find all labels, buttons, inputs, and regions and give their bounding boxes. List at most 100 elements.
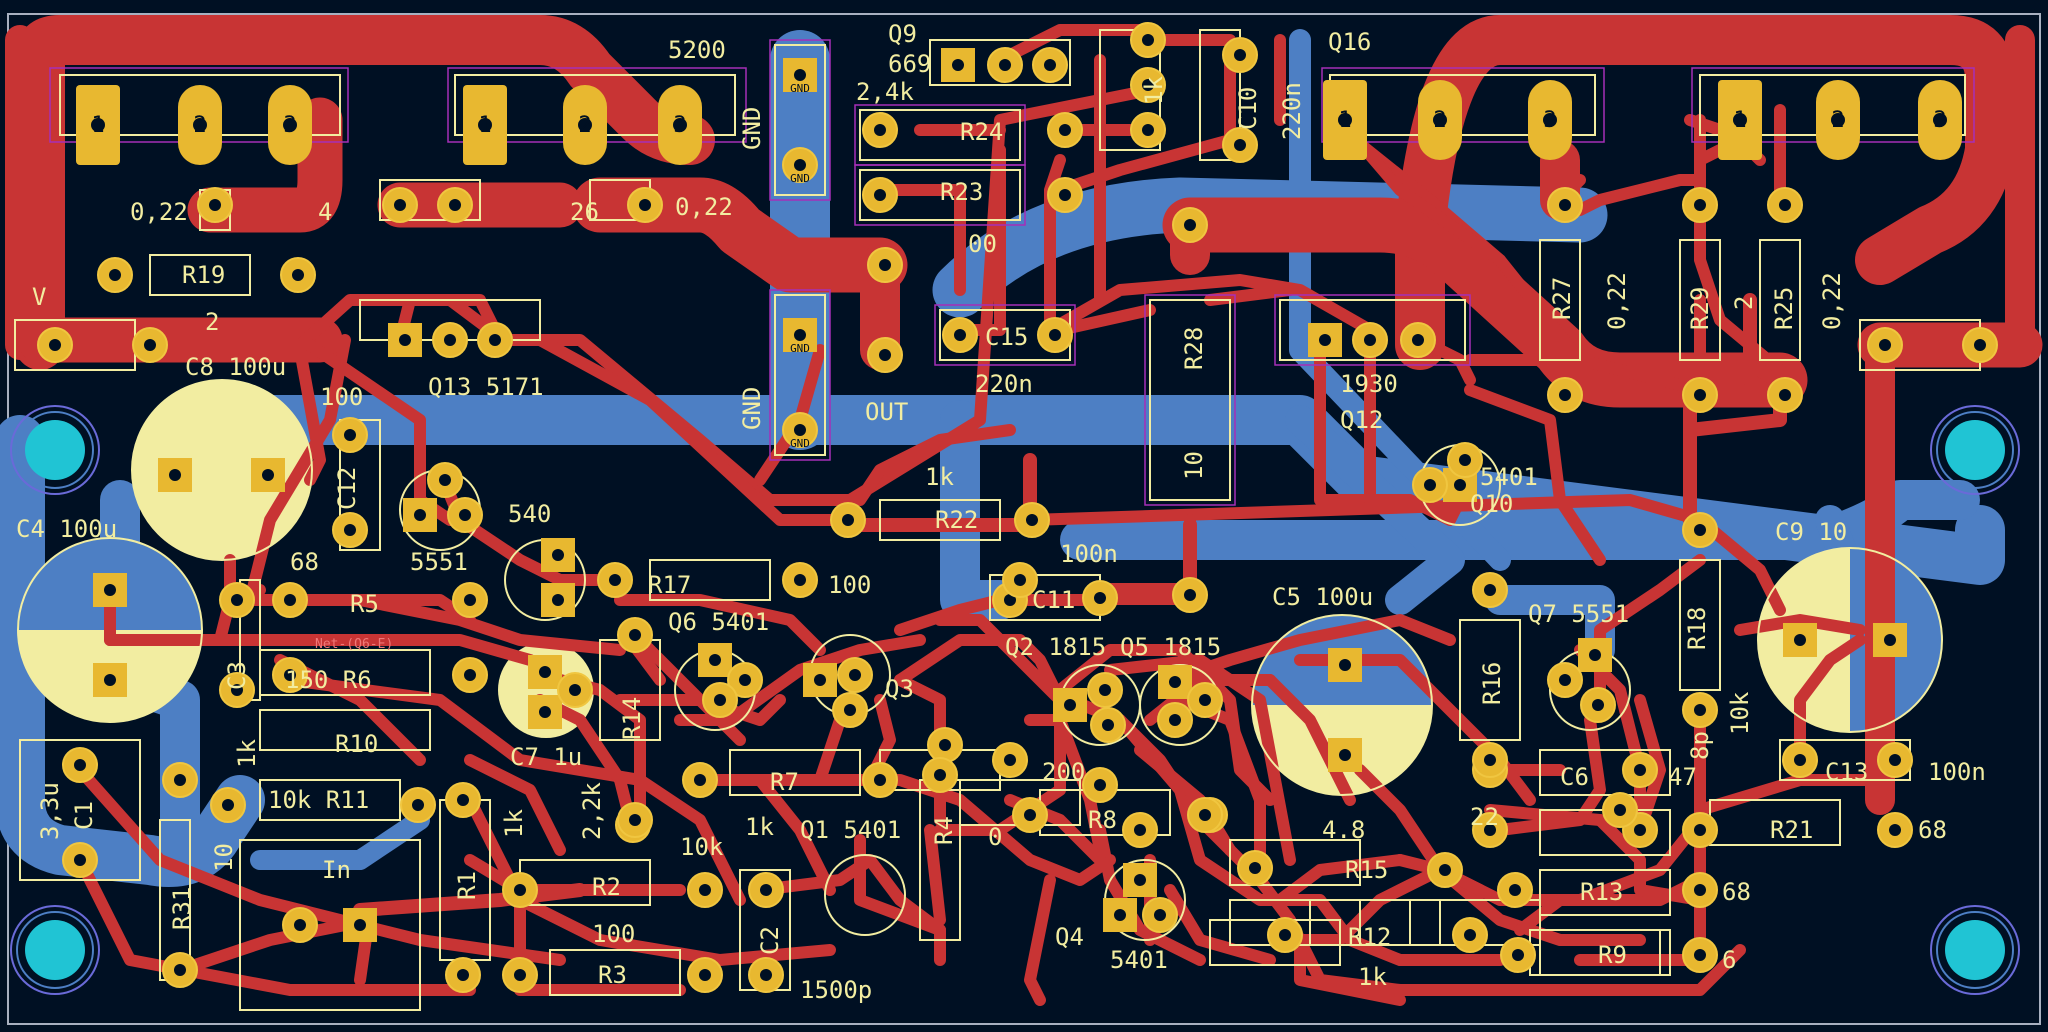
to220-footprint-q16[interactable]	[1323, 80, 1572, 160]
label-6: 6	[1722, 946, 1736, 974]
pad-number: 3	[283, 113, 296, 138]
label-100-r3: 100	[592, 920, 635, 948]
label-2-frag: 2	[205, 308, 219, 336]
label-100n-c11: 100n	[1060, 540, 1118, 568]
label-out: OUT	[865, 398, 908, 426]
label-c2: C2	[756, 926, 784, 955]
label-q9: Q9	[888, 20, 917, 48]
label-10k-r7: 10k	[680, 833, 724, 861]
label-10k-r11: 10k R11	[268, 786, 369, 814]
label-gnd-mid: GND	[738, 387, 766, 430]
label-100n-c13: 100n	[1928, 758, 1986, 786]
silkscreen-layer	[14, 29, 1981, 1011]
label-2-2k: 2,2k	[578, 782, 606, 840]
label-r24: R24	[960, 118, 1003, 146]
label-c5-100u: C5 100u	[1272, 583, 1373, 611]
label-c8-100u: C8 100u	[185, 353, 286, 381]
label-r27: R27	[1548, 277, 1576, 320]
label-r31: R31	[168, 887, 196, 930]
label-540: 540	[508, 500, 551, 528]
label-68: 68	[290, 548, 319, 576]
label-c11: C11	[1032, 586, 1075, 614]
label-1930: 1930	[1340, 370, 1398, 398]
pad-gnd-label: GND	[790, 437, 810, 450]
pad-number: 3	[1933, 108, 1946, 133]
label-q13-5171: Q13 5171	[428, 373, 544, 401]
label-q12: Q12	[1340, 406, 1383, 434]
label-r12: R12	[1348, 923, 1391, 951]
label-q3: Q3	[885, 675, 914, 703]
label-r16: R16	[1478, 662, 1506, 705]
label-c1: C1	[70, 801, 98, 830]
label-r13: R13	[1580, 878, 1623, 906]
label-in: In	[322, 856, 351, 884]
label-26: 26	[570, 198, 599, 226]
label-669: 669	[888, 50, 931, 78]
label-0-22-r27: 0,22	[1603, 272, 1631, 330]
label-net-q6-e: Net-(Q6-E)	[315, 637, 393, 652]
label-r21: R21	[1770, 816, 1813, 844]
label-q6-5401: Q6 5401	[668, 608, 769, 636]
label-1k-r12: 1k	[1358, 963, 1387, 991]
pad-number: 3	[673, 113, 686, 138]
pad-number: 1	[1733, 108, 1746, 133]
pad-number: 2	[1433, 108, 1446, 133]
label-2-r29: 2	[1730, 296, 1758, 310]
label-8p: 8p	[1686, 731, 1714, 760]
pad-number: 3	[1543, 108, 1556, 133]
label-5401-q10: 5401	[1480, 463, 1538, 491]
label-0-22-r25: 0,22	[1818, 272, 1846, 330]
label-r4: R4	[930, 816, 958, 845]
label-10-r28: 10	[1180, 451, 1208, 480]
reference-labels: Q9 669 2,4k 5200 Q16 GND 220n 1k C10 R24…	[16, 20, 1986, 1004]
label-1k-r10: 1k	[233, 739, 261, 768]
label-1k-r22: 1k	[925, 463, 954, 491]
label-r29: R29	[1686, 287, 1714, 330]
label-r7: R7	[770, 768, 799, 796]
pad-gnd-label: GND	[790, 172, 810, 185]
label-r9: R9	[1598, 941, 1627, 969]
label-r15: R15	[1345, 856, 1388, 884]
label-4-8: 4.8	[1322, 816, 1365, 844]
label-68-r13: 68	[1722, 878, 1751, 906]
label-r14: R14	[618, 697, 646, 740]
label-150-r6: 150 R6	[285, 666, 372, 694]
label-5200: 5200	[668, 36, 726, 64]
label-10k-r18: 10k	[1726, 691, 1754, 735]
label-c9-10: C9 10	[1775, 518, 1847, 546]
label-q5-1815: Q5 1815	[1120, 633, 1221, 661]
label-r8: R8	[1088, 806, 1117, 834]
label-4: 4	[318, 198, 332, 226]
label-5401-q4: 5401	[1110, 946, 1168, 974]
label-r18: R18	[1683, 607, 1711, 650]
label-00: 00	[968, 230, 997, 258]
label-r10: R10	[335, 730, 378, 758]
label-c6: C6	[1560, 763, 1589, 791]
label-r17: R17	[648, 571, 691, 599]
pad-number: 2	[193, 113, 206, 138]
label-c3: C3	[223, 661, 251, 690]
label-1k-top: 1k	[1140, 76, 1168, 105]
pad-number-labels: 1 2 3 1 2 3 1 2 3 1 2 3 GND GND GND GND	[91, 82, 1946, 450]
label-r3: R3	[598, 961, 627, 989]
label-47: 47	[1668, 763, 1697, 791]
pad-gnd-label: GND	[790, 342, 810, 355]
label-r28: R28	[1180, 327, 1208, 370]
pad-gnd-label: GND	[790, 82, 810, 95]
label-0-22-mid: 0,22	[675, 193, 733, 221]
label-r19: R19	[182, 261, 225, 289]
label-220n-mid: 220n	[975, 370, 1033, 398]
pad-number: 1	[91, 113, 104, 138]
label-0-frag: 0	[988, 823, 1002, 851]
label-r1: R1	[453, 871, 481, 900]
label-q2-1815: Q2 1815	[1005, 633, 1106, 661]
label-c7-1u: C7 1u	[510, 743, 582, 771]
label-5551-a: 5551	[410, 548, 468, 576]
label-1k-r7: 1k	[745, 813, 774, 841]
label-1k-r1: 1k	[500, 809, 528, 838]
label-68-r21: 68	[1918, 816, 1947, 844]
label-r22: R22	[935, 506, 978, 534]
label-c4-100u: C4 100u	[16, 515, 117, 543]
label-1500p: 1500p	[800, 976, 872, 1004]
